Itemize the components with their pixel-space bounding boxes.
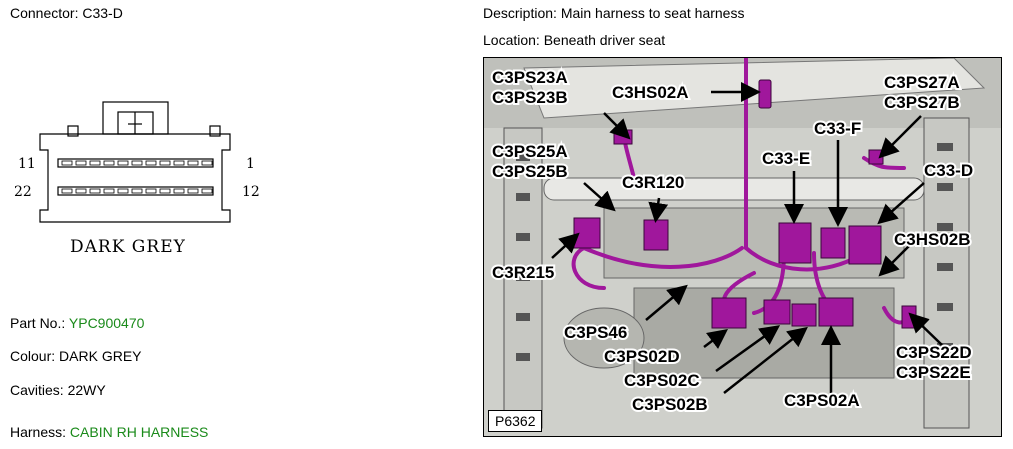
cavity — [103, 188, 115, 194]
part-number-link[interactable]: YPC900470 — [68, 315, 145, 331]
cavity — [117, 160, 129, 166]
cavity — [173, 188, 185, 194]
cavity — [75, 188, 87, 194]
description-label: Description: — [483, 5, 557, 21]
cavity — [89, 188, 101, 194]
callout-c33-f: C33-F — [814, 119, 861, 138]
cavity — [201, 188, 213, 194]
harness-line: Harness: CABIN RH HARNESS — [10, 424, 208, 440]
cavity — [89, 160, 101, 166]
callout-c3hs02a: C3HS02A — [612, 83, 689, 102]
cavity-row-top — [57, 158, 214, 168]
pin-label-1: 1 — [246, 156, 255, 172]
callout-c3ps02b: C3PS02B — [632, 395, 708, 414]
callout-c3ps27b: C3PS27B — [884, 93, 960, 112]
harness-label: Harness: — [10, 424, 67, 440]
callout-c3ps27a: C3PS27A — [884, 73, 960, 92]
cavity — [145, 160, 157, 166]
callout-c3ps46: C3PS46 — [564, 323, 627, 342]
cavity — [131, 188, 143, 194]
cross-tube — [543, 177, 925, 201]
cavity — [75, 160, 87, 166]
cavities-line: Cavities: 22WY — [10, 382, 106, 398]
cavity — [117, 188, 129, 194]
callout-c3ps22e: C3PS22E — [896, 363, 971, 382]
connector-label: Connector: — [10, 5, 79, 21]
callout-labels: C3PS23A C3PS23B C3HS02A C3PS27A C3PS27B … — [490, 66, 975, 416]
connector-line: Connector: C33-D — [10, 5, 123, 21]
callout-c3ps23b: C3PS23B — [492, 88, 568, 107]
callout-c3hs02b: C3HS02B — [894, 230, 971, 249]
colour-value: DARK GREY — [59, 348, 142, 364]
part-label: Part No.: — [10, 315, 66, 331]
location-illustration: C3PS23A C3PS23B C3HS02A C3PS27A C3PS27B … — [483, 57, 1002, 437]
cavity — [187, 188, 199, 194]
colour-line: Colour: DARK GREY — [10, 348, 142, 364]
cavity — [187, 160, 199, 166]
harness-link[interactable]: CABIN RH HARNESS — [69, 424, 209, 440]
cavity — [159, 160, 171, 166]
callout-c3r120: C3R120 — [622, 173, 684, 192]
cavity — [201, 160, 213, 166]
cavity — [159, 188, 171, 194]
part-number-line: Part No.: YPC900470 — [10, 315, 144, 331]
colour-label: Colour: — [10, 348, 56, 364]
cavities-value: 22WY — [67, 382, 106, 398]
callout-c3ps02d: C3PS02D — [604, 347, 680, 366]
callout-c3ps02a: C3PS02A — [784, 391, 860, 410]
callout-c33-d: C33-D — [924, 161, 973, 180]
cavity — [103, 160, 115, 166]
harness-wires — [571, 58, 914, 325]
description-line: Description: Main harness to seat harnes… — [483, 5, 744, 21]
callout-c3ps25b: C3PS25B — [492, 162, 568, 181]
connector-face-diagram: 11 1 22 12 DARK GREY — [14, 101, 260, 257]
description-value: Main harness to seat harness — [560, 5, 745, 21]
callout-c3ps25a: C3PS25A — [492, 142, 568, 161]
location-label: Location: — [483, 32, 540, 48]
cavities-label: Cavities: — [10, 382, 64, 398]
location-value: Beneath driver seat — [543, 32, 666, 48]
figure-id: P6362 — [488, 410, 543, 432]
cavity — [145, 188, 157, 194]
cavity — [173, 160, 185, 166]
callout-c3ps23a: C3PS23A — [492, 68, 568, 87]
cavity — [61, 188, 73, 194]
pin-label-12: 12 — [242, 184, 260, 200]
callout-c3ps22d: C3PS22D — [896, 343, 972, 362]
callout-c3r215: C3R215 — [492, 263, 554, 282]
pin-label-11: 11 — [18, 156, 36, 172]
callout-arrows — [551, 82, 943, 394]
cavity-row-bottom — [57, 186, 214, 196]
location-line: Location: Beneath driver seat — [483, 32, 665, 48]
pin-label-22: 22 — [14, 184, 32, 200]
cavity — [61, 160, 73, 166]
connector-value: C33-D — [82, 5, 123, 21]
callout-c33-e: C33-E — [762, 149, 810, 168]
colour-caption: DARK GREY — [70, 237, 186, 257]
cavity — [131, 160, 143, 166]
seat-rail-right — [923, 117, 970, 429]
connector-housing — [39, 133, 231, 223]
callout-c3ps02c: C3PS02C — [624, 371, 700, 390]
